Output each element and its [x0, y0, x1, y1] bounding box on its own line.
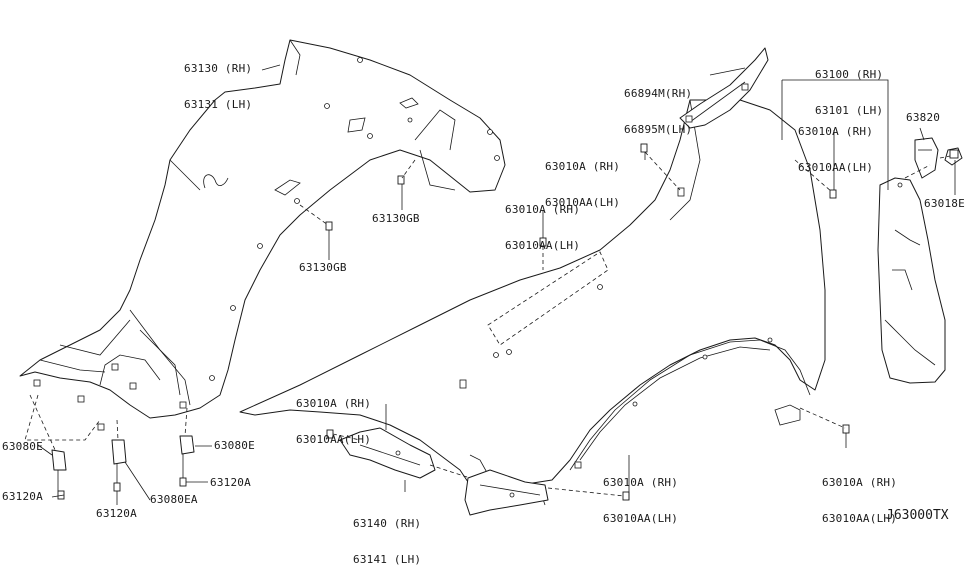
fender-side-bracket: [339, 427, 549, 516]
label-63010a-top-mid: 63010A (RH) 63010AA(LH): [545, 137, 620, 233]
label-63010aa-bottom-mid-lh: 63010AA(LH): [603, 512, 679, 525]
label-63010aa-bottom-left-lh: 63010AA(LH): [296, 433, 372, 446]
label-63130: 63130 (RH) 63131 (LH): [184, 39, 252, 135]
label-63131-lh: 63131 (LH): [184, 98, 253, 111]
label-63080e-left: 63080E: [2, 440, 43, 453]
label-63010aa-top-right-lh: 63010AA(LH): [798, 161, 874, 174]
label-66895m-lh: 66895M(LH): [624, 123, 693, 136]
label-63120a-bottom: 63120A: [96, 507, 137, 520]
label-63010a-bottom-right-rh: 63010A (RH): [822, 476, 898, 489]
splash-guard-pieces: [24, 394, 195, 471]
label-63120a-left: 63120A: [2, 490, 43, 503]
label-63080e-right: 63080E: [214, 439, 255, 452]
label-63010a-bottom-mid: 63010A (RH) 63010AA(LH): [603, 453, 678, 549]
fender-rear-seal: [877, 177, 946, 384]
label-63140: 63140 (RH) 63141 (LH): [353, 494, 421, 566]
label-66894m: 66894M(RH) 66895M(LH): [624, 64, 692, 160]
label-63141-lh: 63141 (LH): [353, 553, 422, 566]
label-63120a-right: 63120A: [210, 476, 251, 489]
label-63100-rh: 63100 (RH): [815, 68, 884, 81]
label-63018e: 63018E: [924, 197, 965, 210]
label-63820: 63820: [906, 111, 941, 124]
label-63100: 63100 (RH) 63101 (LH): [815, 45, 883, 141]
label-63010a-mid-rh: 63010A (RH): [505, 203, 581, 216]
diagram-code: J63000TX: [886, 508, 949, 523]
label-63080ea: 63080EA: [150, 493, 198, 506]
label-63010aa-bottom-right-lh: 63010AA(LH): [822, 512, 898, 525]
fender-upper-bracket: [679, 47, 769, 129]
label-63010aa-mid-lh: 63010AA(LH): [505, 239, 581, 252]
label-63010a-bottom-left: 63010A (RH) 63010AA(LH): [296, 374, 371, 470]
label-63010aa-top-mid-lh: 63010AA(LH): [545, 196, 621, 209]
label-63130-rh: 63130 (RH): [184, 62, 253, 75]
label-63010a-top-mid-rh: 63010A (RH): [545, 160, 621, 173]
fender-protector-liner: [19, 39, 506, 431]
label-63010a-mid: 63010A (RH) 63010AA(LH): [505, 180, 580, 276]
label-63010a-top-right-rh: 63010A (RH): [798, 125, 874, 138]
label-66894m-rh: 66894M(RH): [624, 87, 693, 100]
label-63140-rh: 63140 (RH): [353, 517, 422, 530]
label-63130gb-top: 63130GB: [372, 212, 420, 225]
label-63010a-bottom-right: 63010A (RH) 63010AA(LH): [822, 453, 897, 549]
label-63010a-bottom-left-rh: 63010A (RH): [296, 397, 372, 410]
assembly-dashed-lines: [29, 151, 951, 497]
label-63101-lh: 63101 (LH): [815, 104, 884, 117]
leader-lines: [37, 64, 956, 505]
label-63130gb-mid: 63130GB: [299, 261, 347, 274]
label-63010a-top-right: 63010A (RH) 63010AA(LH): [798, 102, 873, 198]
label-63010a-bottom-mid-rh: 63010A (RH): [603, 476, 679, 489]
